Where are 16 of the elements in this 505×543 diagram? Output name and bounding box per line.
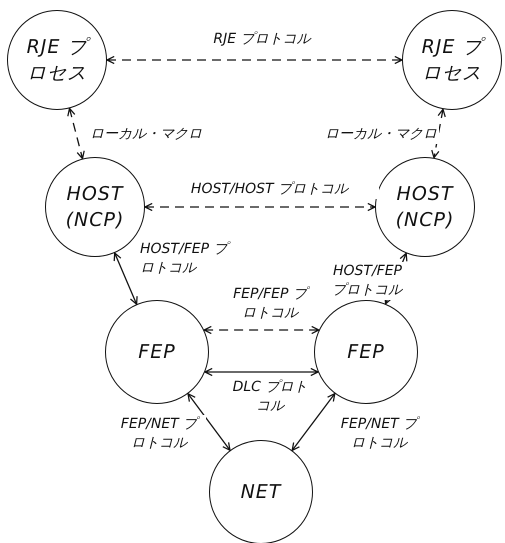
node-label: HOST (NCP) <box>394 182 456 233</box>
arrow <box>106 56 403 64</box>
node-label: RJE プロセス <box>412 34 492 86</box>
arrow <box>114 252 138 305</box>
arrow <box>203 326 320 334</box>
node-label: FEP <box>346 340 386 365</box>
arrow <box>144 202 376 212</box>
node-label: NET <box>240 480 282 505</box>
node-label: FEP <box>137 340 177 365</box>
arrow <box>204 368 319 376</box>
node-label: RJE プロセス <box>17 34 97 86</box>
node-label: HOST (NCP) <box>64 182 126 233</box>
arrow <box>292 392 336 452</box>
arrow <box>187 393 231 451</box>
arrow <box>431 108 446 158</box>
arrow <box>67 108 85 160</box>
